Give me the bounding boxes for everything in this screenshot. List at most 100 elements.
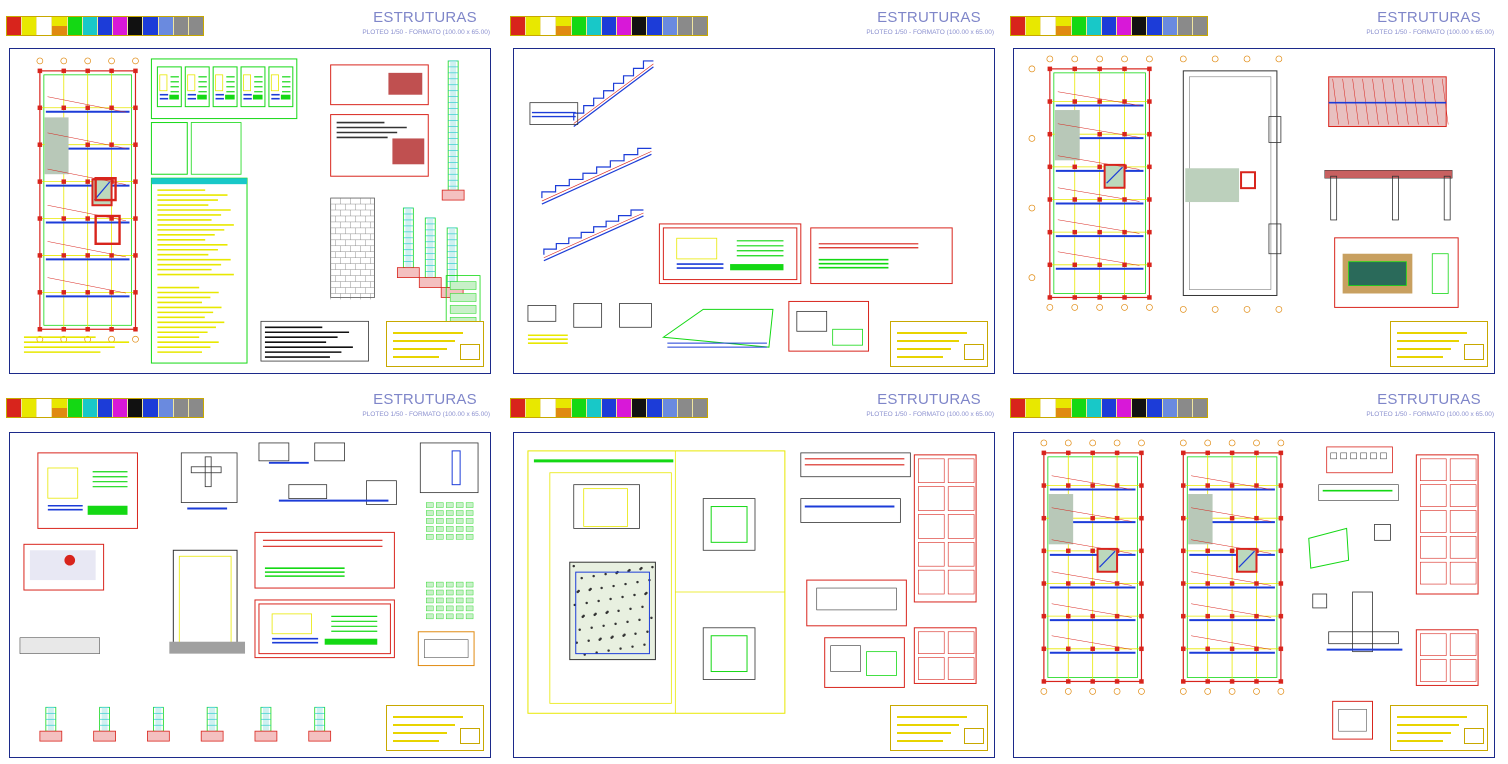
legend-swatch xyxy=(52,399,68,408)
legend-swatch xyxy=(1056,399,1072,408)
legend-swatch xyxy=(556,17,572,26)
title-block xyxy=(1390,705,1488,751)
legend-swatch xyxy=(188,399,204,408)
legend-swatch xyxy=(1026,399,1042,408)
sheet-number-box xyxy=(964,344,984,360)
legend-swatch xyxy=(541,408,557,417)
title-block-line xyxy=(897,332,967,334)
legend-swatch xyxy=(1147,17,1163,26)
title-block-line xyxy=(897,724,959,726)
drawing-frame xyxy=(1013,432,1495,758)
legend-swatch xyxy=(677,26,693,35)
legend-swatch xyxy=(601,399,618,408)
legend-swatch xyxy=(188,26,204,35)
legend-swatch xyxy=(692,17,708,26)
legend-swatch xyxy=(113,399,129,408)
legend-swatch xyxy=(113,17,129,26)
legend-swatch xyxy=(1011,399,1027,408)
legend-swatch xyxy=(601,26,618,35)
legend-swatch xyxy=(1117,408,1133,417)
legend-swatch xyxy=(173,408,189,417)
title-block-line xyxy=(897,348,951,350)
title-block-line xyxy=(393,332,463,334)
legend-swatch xyxy=(662,408,678,417)
title-block-line xyxy=(1397,716,1467,718)
sheet-number-box xyxy=(1464,344,1484,360)
legend-swatch xyxy=(1192,399,1208,408)
legend-swatch xyxy=(7,26,23,35)
legend-swatch xyxy=(1056,26,1072,35)
legend-swatch xyxy=(1132,399,1148,408)
legend-swatch xyxy=(1086,408,1102,417)
legend-swatch xyxy=(1162,17,1178,26)
legend-swatch xyxy=(1026,17,1042,26)
legend-swatch xyxy=(1041,17,1057,26)
legend-swatch xyxy=(67,399,83,408)
legend-swatch xyxy=(1162,399,1178,408)
title-block-line xyxy=(897,356,943,358)
sheet-number-box xyxy=(460,344,480,360)
sheet-number-box xyxy=(964,728,984,744)
legend-swatch xyxy=(647,399,663,408)
drawing-frame xyxy=(9,48,491,374)
legend-swatch xyxy=(82,408,98,417)
legend-swatch xyxy=(526,26,542,35)
legend-swatch xyxy=(1177,408,1193,417)
legend-swatch xyxy=(1101,408,1118,417)
legend-swatch xyxy=(1056,408,1072,417)
sheet-title: ESTRUTURAS xyxy=(877,391,981,408)
legend-swatch xyxy=(511,17,527,26)
legend-swatch xyxy=(188,17,204,26)
sheet-subtitle: PLOTEO 1/50 - FORMATO (100.00 x 65.00) xyxy=(1366,29,1494,36)
legend-swatch xyxy=(97,399,114,408)
legend-swatch xyxy=(556,408,572,417)
legend-swatch xyxy=(1056,17,1072,26)
legend-swatch xyxy=(1071,26,1087,35)
title-block-line xyxy=(1397,740,1443,742)
legend-swatch xyxy=(632,408,648,417)
legend-swatch xyxy=(82,399,98,408)
legend-swatch xyxy=(158,399,174,408)
legend-swatch xyxy=(556,399,572,408)
drawing-frame xyxy=(513,48,995,374)
legend-swatch xyxy=(1147,399,1163,408)
drawing-frame xyxy=(513,432,995,758)
layer-color-legend xyxy=(510,398,708,418)
title-block-line xyxy=(897,740,943,742)
sheet-title: ESTRUTURAS xyxy=(877,9,981,26)
legend-swatch xyxy=(1026,26,1042,35)
legend-swatch xyxy=(617,408,633,417)
title-block xyxy=(386,705,484,751)
legend-swatch xyxy=(571,17,587,26)
legend-swatch xyxy=(1192,26,1208,35)
title-block-line xyxy=(897,732,951,734)
legend-swatch xyxy=(7,408,23,417)
legend-swatch xyxy=(1101,26,1118,35)
legend-swatch xyxy=(662,17,678,26)
legend-swatch xyxy=(647,17,663,26)
legend-swatch xyxy=(571,399,587,408)
layer-color-legend xyxy=(1010,16,1208,36)
legend-swatch xyxy=(67,17,83,26)
legend-swatch xyxy=(1041,408,1057,417)
legend-swatch xyxy=(1026,408,1042,417)
structural-drawing xyxy=(527,60,953,352)
legend-swatch xyxy=(1147,408,1163,417)
legend-swatch xyxy=(82,17,98,26)
sheet-subtitle: PLOTEO 1/50 - FORMATO (100.00 x 65.00) xyxy=(362,29,490,36)
structural-drawing xyxy=(1040,439,1479,740)
legend-swatch xyxy=(82,26,98,35)
legend-swatch xyxy=(1071,17,1087,26)
legend-swatch xyxy=(37,26,53,35)
drawing-frame xyxy=(9,432,491,758)
legend-swatch xyxy=(173,399,189,408)
legend-swatch xyxy=(1132,408,1148,417)
legend-swatch xyxy=(617,17,633,26)
legend-swatch xyxy=(511,408,527,417)
legend-swatch xyxy=(37,408,53,417)
legend-swatch xyxy=(173,17,189,26)
legend-swatch xyxy=(143,399,159,408)
